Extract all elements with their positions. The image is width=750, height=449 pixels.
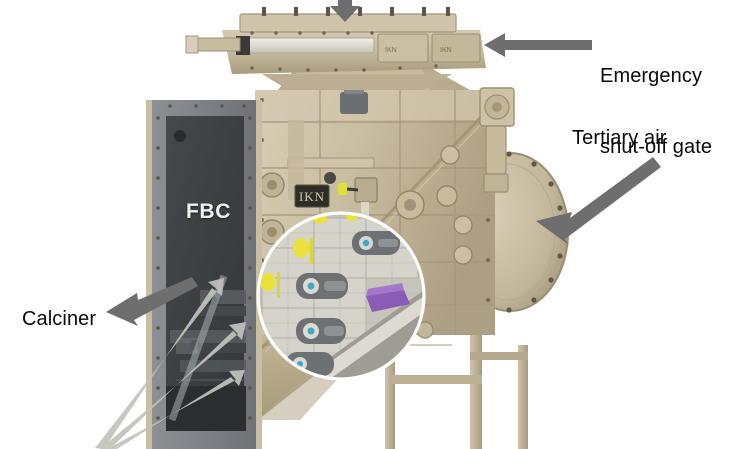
label-tertiary-air: Tertiary air (572, 127, 667, 149)
ikn-logo-plate: IKN (294, 184, 330, 208)
label-calciner: Calciner (22, 308, 97, 330)
svg-text:IKN: IKN (385, 47, 397, 54)
machine-body: IKN (255, 62, 569, 353)
emergency-shut-off-gate-assembly: IKN IKN (185, 7, 486, 90)
magnified-inset (256, 211, 426, 381)
label-emergency-line2: shut-off gate (600, 135, 713, 158)
arrow-calciner (106, 277, 198, 326)
label-emergency-shut-off-gate: Emergency shut-off gate (600, 18, 712, 207)
arrow-top-inlet (330, 0, 360, 22)
lower-hopper (258, 300, 470, 420)
vent-stack (340, 86, 368, 114)
support-frame (385, 300, 528, 449)
gearbox (479, 87, 515, 193)
label-fbc-chamber: FBC (186, 200, 231, 223)
instrument-box (338, 177, 378, 250)
label-emergency-line1: Emergency (600, 65, 703, 88)
fbc-chamber (146, 100, 262, 449)
fbc-internal-air-arrows (95, 278, 246, 449)
svg-text:IKN: IKN (299, 189, 325, 204)
body-fittings (259, 145, 473, 339)
chamber-interior (166, 130, 246, 431)
svg-text:IKN: IKN (440, 47, 452, 54)
arrow-emergency-shut-off-gate (484, 33, 592, 57)
brace-bar (287, 120, 375, 200)
